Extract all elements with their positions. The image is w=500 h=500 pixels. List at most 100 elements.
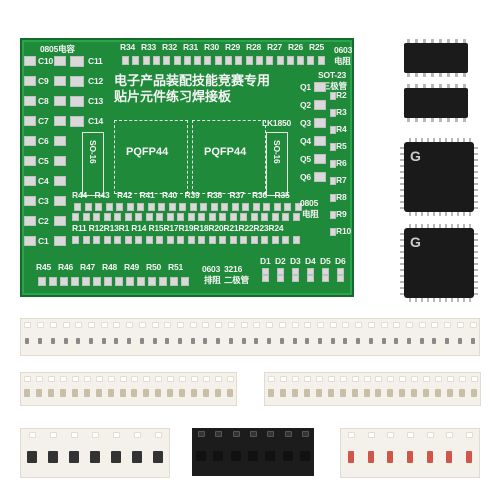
ic-pin: [451, 298, 453, 302]
diode-label: D2: [275, 256, 286, 266]
resistor-label: R35: [274, 190, 290, 200]
smd-resistor-network: [90, 451, 100, 463]
tape-sprocket-hole: [426, 432, 434, 438]
resistor-pad: [225, 56, 232, 65]
tape-sprocket-hole: [355, 322, 363, 328]
pqfp44-ic-2: G: [404, 228, 474, 298]
logo-icon: G: [410, 148, 421, 164]
ic-pin: [469, 138, 471, 142]
resistor-label: R36: [252, 190, 267, 200]
resistor-pad: [72, 213, 79, 221]
smd-transistor: [248, 451, 258, 461]
tape-sprocket-hole: [339, 376, 347, 382]
tape-sprocket-hole: [189, 322, 197, 328]
tape-sprocket-hole: [37, 322, 45, 328]
resistor-pad: [282, 213, 289, 221]
ic-pin: [421, 298, 423, 302]
smd-capacitor: [411, 389, 418, 397]
resistor-pad: [93, 213, 100, 221]
tape-sprocket-hole: [471, 376, 479, 382]
capacitor-label: C2: [38, 216, 49, 226]
transistor-pad: [314, 172, 326, 182]
label-sot23: SOT-23: [318, 70, 347, 80]
tape-sprocket-hole: [232, 431, 240, 437]
diode-label: D3: [290, 256, 301, 266]
tape-sprocket-hole: [387, 376, 395, 382]
resistor-pad: [292, 213, 300, 221]
capacitor-label: C11: [88, 56, 103, 66]
smd-capacitor: [303, 389, 310, 397]
label-0805-capacitor: 0805电容: [40, 44, 75, 54]
resistor-label: R3: [336, 107, 347, 117]
ic-pin: [427, 224, 429, 228]
smd-capacitor: [107, 389, 114, 397]
transistor-label: Q4: [300, 136, 311, 146]
ic-pin: [474, 263, 478, 265]
resistor-pad: [152, 56, 160, 65]
smd-diode: [446, 451, 453, 463]
tape-sprocket-hole: [23, 376, 31, 382]
ic-pin: [439, 224, 441, 228]
capacitor-label: C6: [38, 136, 49, 146]
smd-diode: [387, 451, 394, 463]
tape-sprocket-hole: [327, 376, 335, 382]
ic-pin: [427, 298, 429, 302]
ic-pin: [433, 224, 435, 228]
tape-sprocket-hole: [92, 432, 99, 438]
smd-capacitor: [267, 389, 274, 397]
diode-pad: [307, 275, 314, 282]
ic-pin: [409, 212, 411, 216]
diode-pad: [277, 275, 284, 282]
tape-sprocket-hole: [435, 376, 443, 382]
capacitor-pad: [24, 236, 36, 246]
transistor-label: Q6: [300, 172, 311, 182]
resistor-pad: [200, 203, 207, 211]
smd-resistor: [203, 338, 208, 344]
ic-pin: [463, 212, 465, 216]
resistor-pad: [103, 236, 111, 244]
label-0805-resistor: 电阻: [302, 209, 319, 219]
resistor-pad: [148, 277, 156, 286]
resistor-pad: [263, 203, 270, 211]
ic-pin: [421, 224, 423, 228]
resistor-label: R6: [336, 158, 347, 168]
resistor-label: R30: [204, 42, 219, 52]
resistor-pad: [276, 56, 284, 65]
ic-pin: [433, 298, 435, 302]
tape-sprocket-hole: [266, 322, 274, 328]
resistor-pad: [156, 213, 163, 221]
resistor-pad: [82, 213, 90, 221]
tape-sprocket-hole: [95, 376, 103, 382]
smd-diode: [407, 451, 413, 463]
ic-pin: [474, 177, 478, 179]
tape-sprocket-hole: [151, 322, 159, 328]
ic-pin: [463, 118, 466, 122]
resistor-pad: [124, 236, 132, 244]
ic-pin: [400, 269, 404, 271]
resistor-pad: [194, 56, 202, 65]
ic-pin: [433, 212, 435, 216]
smd-resistor: [407, 338, 412, 344]
ic-pin: [421, 212, 423, 216]
tape-sprocket-hole: [87, 322, 95, 328]
tape-sprocket-hole: [49, 432, 57, 438]
smd-resistor-network: [111, 451, 122, 463]
resistor-pad: [159, 277, 167, 286]
resistor-label: R45: [36, 262, 51, 272]
ic-pin: [455, 118, 458, 122]
resistor-pad: [147, 203, 155, 211]
ic-pin: [415, 212, 417, 216]
resistor-pad: [198, 236, 205, 244]
smd-transistor: [195, 451, 206, 461]
smd-capacitor: [71, 389, 78, 397]
tape-sprocket-hole: [113, 322, 121, 328]
tape-sprocket-hole: [393, 322, 401, 328]
so16-footprint-right: [266, 132, 288, 196]
resistor-pad: [286, 56, 294, 65]
resistor-pad: [294, 203, 302, 211]
ic-pin: [439, 73, 442, 77]
ic-pin: [445, 298, 447, 302]
ic-pin: [400, 251, 404, 253]
resistor-pad: [71, 277, 79, 286]
